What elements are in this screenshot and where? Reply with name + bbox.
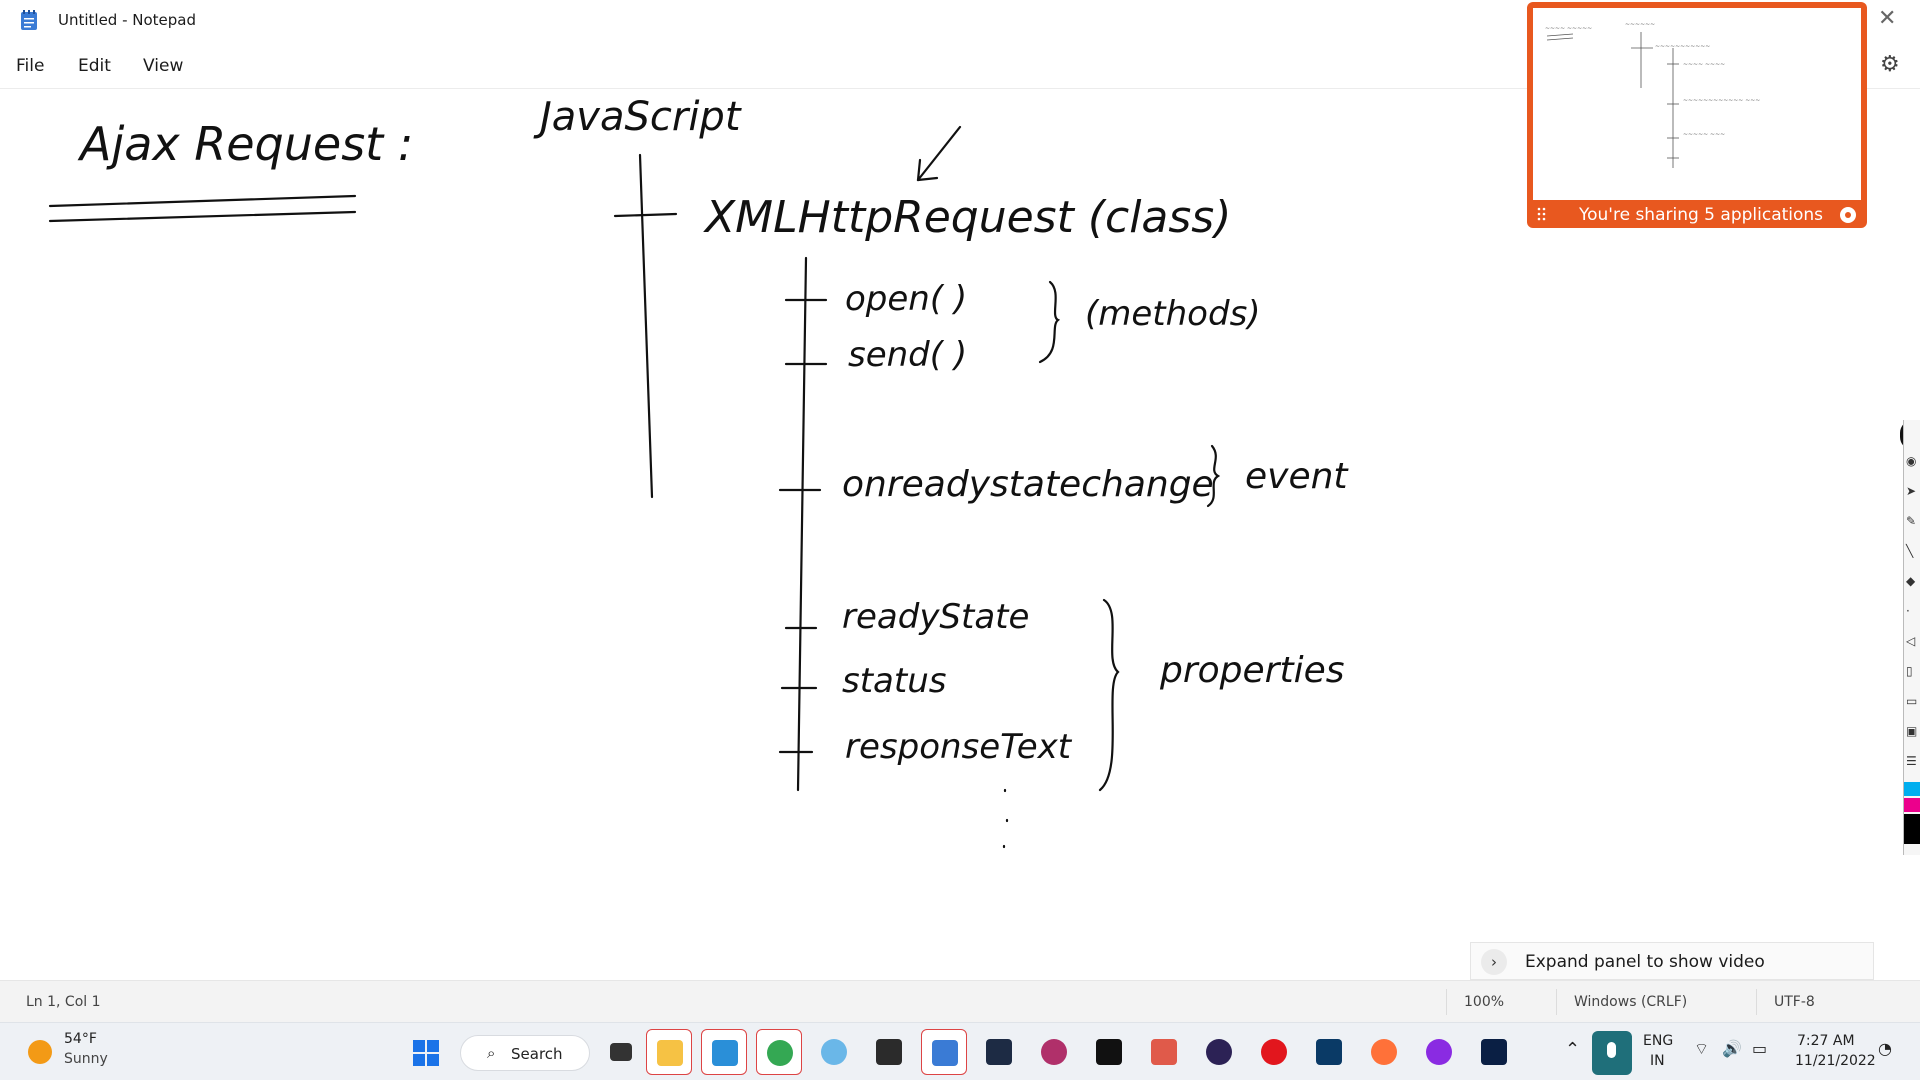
- color-swatch-magenta[interactable]: [1904, 798, 1920, 812]
- window-title: Untitled - Notepad: [58, 11, 197, 29]
- screen-icon[interactable]: ▭: [1906, 694, 1918, 708]
- share-status-text: You're sharing 5 applications: [1579, 205, 1824, 225]
- menu-file[interactable]: File: [16, 56, 45, 76]
- svg-text:~~~~ ~~~~: ~~~~ ~~~~: [1683, 61, 1725, 68]
- opera-icon[interactable]: [1251, 1029, 1297, 1075]
- camera-icon[interactable]: ▣: [1906, 724, 1918, 738]
- vscode-icon[interactable]: [701, 1029, 747, 1075]
- menu-view[interactable]: View: [143, 56, 184, 76]
- menu-bar: File Edit View: [0, 50, 1920, 84]
- status-divider: [1556, 989, 1557, 1015]
- svg-text:~~~~ ~~~~~: ~~~~ ~~~~~: [1545, 25, 1592, 32]
- drag-handle-icon[interactable]: [1537, 207, 1547, 221]
- pen-icon[interactable]: ✎: [1906, 514, 1917, 528]
- svg-text:~~~~~~: ~~~~~~: [1625, 21, 1655, 28]
- wifi-icon[interactable]: ⌔: [1694, 1039, 1710, 1058]
- encoding: UTF-8: [1774, 994, 1815, 1010]
- notification-icon[interactable]: ◔: [1878, 1039, 1892, 1058]
- status-divider: [1446, 989, 1447, 1015]
- paint-icon[interactable]: [811, 1029, 857, 1075]
- screen-share-panel: ~~~~ ~~~~~ ~~~~~~ ~~~~~~~~~~~ ~~~~ ~~~~ ~~…: [1527, 2, 1867, 228]
- svg-text:~~~~~ ~~~: ~~~~~ ~~~: [1683, 131, 1725, 138]
- weather-temperature[interactable]: 54°F: [64, 1031, 97, 1047]
- battery-icon[interactable]: ▭: [1752, 1039, 1768, 1058]
- notepad-app-icon: [21, 10, 37, 30]
- menu-edit[interactable]: Edit: [78, 56, 111, 76]
- terminal-icon[interactable]: [866, 1029, 912, 1075]
- share-preview-thumbnail: ~~~~ ~~~~~ ~~~~~~ ~~~~~~~~~~~ ~~~~ ~~~~ ~~…: [1533, 8, 1861, 200]
- highlighter-icon[interactable]: ◆: [1906, 574, 1916, 588]
- drawing-toolbar: ◉ ➤ ✎ ╲ ◆ · ◁ ▯ ▭ ▣ ☰: [1903, 420, 1920, 855]
- taskbar: 54°F Sunny ⌕ Search ⌃ ENG IN ⌔ 🔊 ▭ 7:27 …: [0, 1022, 1920, 1080]
- search-icon: ⌕: [487, 1044, 496, 1062]
- mysql-icon[interactable]: [976, 1029, 1022, 1075]
- line-icon[interactable]: ╲: [1906, 544, 1914, 558]
- language-region[interactable]: IN: [1650, 1053, 1665, 1069]
- sun-icon[interactable]: [28, 1040, 52, 1064]
- eye-icon[interactable]: ◉: [1906, 454, 1917, 468]
- line-ending: Windows (CRLF): [1574, 994, 1688, 1010]
- windows-start-icon[interactable]: [412, 1039, 440, 1067]
- dot-icon[interactable]: ·: [1906, 604, 1910, 618]
- color-swatch-black[interactable]: [1904, 814, 1920, 844]
- stop-sharing-icon[interactable]: [1840, 207, 1856, 223]
- clock-time[interactable]: 7:27 AM: [1797, 1033, 1855, 1049]
- zoom-level: 100%: [1464, 994, 1505, 1010]
- expand-video-panel[interactable]: › Expand panel to show video: [1470, 942, 1874, 980]
- cursor-position: Ln 1, Col 1: [26, 994, 101, 1010]
- trash-icon[interactable]: ▯: [1906, 664, 1913, 678]
- gear-icon[interactable]: ⚙: [1880, 52, 1900, 77]
- chevron-up-icon[interactable]: ⌃: [1565, 1039, 1581, 1060]
- mask-icon[interactable]: [1416, 1029, 1462, 1075]
- svg-text:~~~~~~~~~~~~ ~~~: ~~~~~~~~~~~~ ~~~: [1683, 97, 1760, 104]
- language-code[interactable]: ENG: [1643, 1033, 1674, 1049]
- taskbar-search[interactable]: ⌕ Search: [460, 1035, 590, 1071]
- chrome-icon[interactable]: [756, 1029, 802, 1075]
- notes-icon[interactable]: ☰: [1906, 754, 1917, 768]
- eraser-icon[interactable]: [1141, 1029, 1187, 1075]
- webex-icon[interactable]: [1471, 1029, 1517, 1075]
- status-bar: Ln 1, Col 1 100% Windows (CRLF) UTF-8: [0, 980, 1920, 1022]
- status-divider: [1756, 989, 1757, 1015]
- microphone-icon[interactable]: [1592, 1031, 1632, 1075]
- feather-icon[interactable]: [1031, 1029, 1077, 1075]
- eraser-tool-icon[interactable]: ◁: [1906, 634, 1916, 648]
- close-icon[interactable]: ✕: [1878, 6, 1897, 31]
- clock-date[interactable]: 11/21/2022: [1795, 1053, 1876, 1069]
- cmd-icon[interactable]: [1086, 1029, 1132, 1075]
- search-label: Search: [511, 1045, 563, 1063]
- expand-panel-label: Expand panel to show video: [1525, 952, 1765, 972]
- volume-icon[interactable]: 🔊: [1722, 1039, 1742, 1058]
- eclipse-icon[interactable]: [1196, 1029, 1242, 1075]
- weather-description[interactable]: Sunny: [64, 1051, 108, 1067]
- menu-divider: [0, 88, 1920, 89]
- chevron-right-icon[interactable]: ›: [1481, 949, 1507, 975]
- pointer-icon[interactable]: ➤: [1906, 484, 1917, 498]
- task-view-icon[interactable]: [598, 1029, 644, 1075]
- notepad-icon[interactable]: [921, 1029, 967, 1075]
- svg-text:~~~~~~~~~~~: ~~~~~~~~~~~: [1655, 43, 1710, 50]
- color-swatch-cyan[interactable]: [1904, 782, 1920, 796]
- file-explorer-icon[interactable]: [646, 1029, 692, 1075]
- bird-icon[interactable]: [1306, 1029, 1352, 1075]
- firefox-icon[interactable]: [1361, 1029, 1407, 1075]
